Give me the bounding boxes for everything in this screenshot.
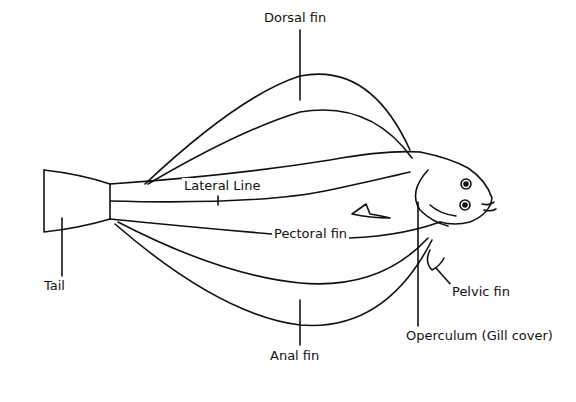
dorsal-fin-outer bbox=[145, 74, 410, 184]
tail-outline bbox=[44, 170, 110, 184]
eye-pupil bbox=[463, 203, 467, 207]
head-outline bbox=[420, 152, 492, 224]
operculum bbox=[416, 170, 449, 226]
leader-line bbox=[417, 202, 419, 326]
part-label: Lateral Line bbox=[182, 178, 262, 194]
leader-line bbox=[61, 218, 63, 276]
lateral-line bbox=[110, 172, 410, 202]
leader-line bbox=[299, 30, 301, 100]
mouth bbox=[482, 202, 496, 211]
eye bbox=[460, 200, 470, 210]
leader-line bbox=[299, 300, 301, 345]
eye-pupil bbox=[464, 182, 468, 186]
part-label: Dorsal fin bbox=[262, 10, 328, 26]
anal-fin-inner bbox=[118, 222, 428, 284]
eye bbox=[461, 179, 471, 189]
tail-outline bbox=[44, 170, 110, 232]
part-label: Anal fin bbox=[268, 348, 321, 364]
anal-fin-outer bbox=[115, 224, 432, 325]
part-label: Pectoral fin bbox=[272, 226, 349, 242]
dorsal-fin-inner bbox=[148, 110, 412, 184]
part-label: Pelvic fin bbox=[450, 284, 512, 300]
leader-line bbox=[217, 196, 219, 205]
part-label: Operculum (Gill cover) bbox=[404, 328, 555, 344]
part-label: Tail bbox=[42, 278, 67, 294]
pelvic-fin bbox=[427, 250, 444, 270]
pectoral-fin bbox=[352, 204, 390, 218]
gill-line bbox=[430, 205, 456, 216]
